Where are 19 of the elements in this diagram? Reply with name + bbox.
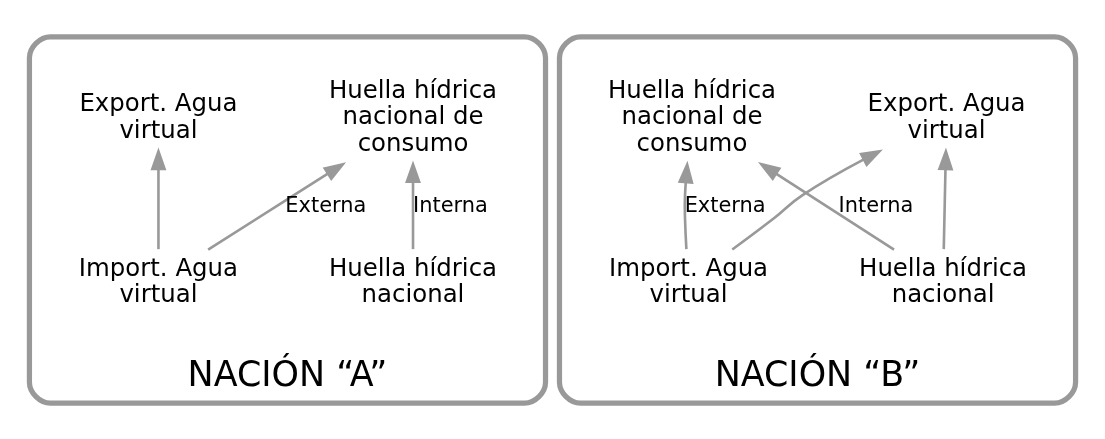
node-text: Huella hídrica nacional de consumo — [607, 74, 777, 157]
node-text: Import. Agua virtual — [608, 252, 769, 308]
node-text: Huella hídrica nacional — [328, 252, 498, 308]
arrow — [405, 159, 421, 249]
edge-label: Externa — [285, 192, 367, 217]
arrow — [937, 147, 954, 249]
arrow — [757, 161, 895, 251]
arrow — [677, 160, 694, 249]
edge-label: Externa — [684, 192, 766, 217]
arrow — [731, 149, 883, 251]
node-text: Export. Agua virtual — [79, 87, 238, 144]
node-text: Huella hídrica nacional — [859, 252, 1028, 308]
node-text: Huella hídrica nacional de consumo — [328, 74, 498, 157]
node-text: Export. Agua virtual — [867, 87, 1026, 144]
arrow — [207, 161, 347, 251]
node-text: Import. Agua virtual — [78, 252, 239, 308]
edge-label: Interna — [838, 192, 914, 217]
edge-label: Interna — [413, 192, 488, 217]
arrow — [150, 147, 167, 249]
